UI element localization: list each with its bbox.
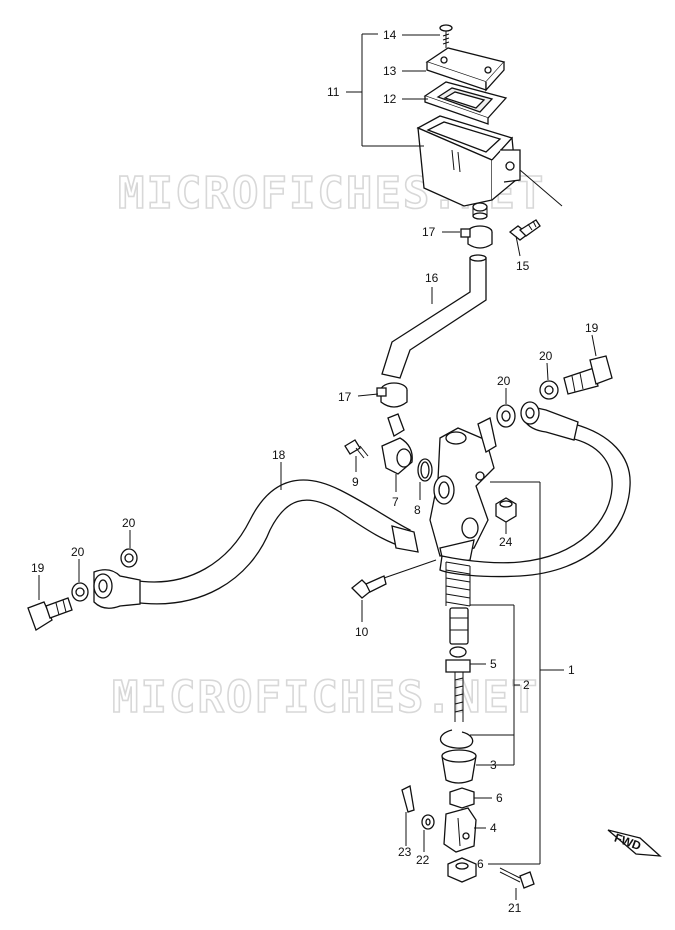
callout-16: 16	[425, 271, 439, 285]
callout-14: 14	[383, 28, 397, 42]
fwd-text: FWD	[612, 831, 643, 854]
callout-20-left-b: 20	[71, 545, 85, 559]
clamp-17-upper	[460, 225, 493, 249]
nut-6-upper	[449, 787, 475, 809]
reservoir-assembly	[416, 24, 541, 241]
clevis-4	[443, 807, 477, 853]
reservoir-body-11	[416, 115, 521, 220]
screw-14	[439, 24, 453, 48]
bolt-19-left	[27, 597, 73, 631]
inlet-fitting-7	[381, 413, 413, 475]
callout-19-right: 19	[585, 321, 599, 335]
bolt-10	[351, 575, 387, 599]
callout-20-right-b: 20	[539, 349, 553, 363]
washer-20-left-b	[71, 582, 89, 602]
callout-20-left-a: 20	[122, 516, 136, 530]
callout-10: 10	[355, 625, 369, 639]
callout-7: 7	[392, 495, 399, 509]
callout-19-left: 19	[31, 561, 45, 575]
diaphragm-12	[423, 81, 508, 125]
callout-6-upper: 6	[496, 791, 503, 805]
circlip	[439, 729, 474, 749]
cap-24	[495, 497, 517, 523]
pushrod-5	[445, 646, 471, 722]
callout-4: 4	[490, 821, 497, 835]
fwd-badge: FWD	[607, 829, 662, 857]
bolt-19-right	[563, 355, 613, 395]
pin-21	[499, 867, 535, 889]
callout-9: 9	[352, 475, 359, 489]
washer-20-right-b	[539, 380, 559, 400]
hose-18	[93, 479, 419, 609]
washer-20-right-a	[496, 404, 516, 428]
washer-22	[421, 814, 435, 830]
callout-11: 11	[327, 85, 340, 99]
cotter-pin-23	[401, 785, 415, 813]
master-cylinder-body-1	[429, 417, 497, 567]
callout-3: 3	[490, 758, 497, 772]
reservoir-cap-13	[425, 47, 506, 92]
spring	[445, 561, 471, 607]
callout-5: 5	[490, 657, 497, 671]
callout-24: 24	[499, 535, 513, 549]
clamp-17-lower	[376, 382, 408, 408]
hose-16	[381, 254, 487, 379]
callout-8: 8	[414, 503, 421, 517]
callout-2: 2	[523, 678, 530, 692]
leader-lines	[38, 33, 597, 900]
callout-18: 18	[272, 448, 286, 462]
callout-15: 15	[516, 259, 530, 273]
callout-17-upper: 17	[422, 225, 436, 239]
callout-17-lower: 17	[338, 390, 352, 404]
watermark-bottom: MICROFICHES.NET	[112, 672, 539, 723]
callout-20-right-a: 20	[497, 374, 511, 388]
callout-12: 12	[383, 92, 397, 106]
screw-9	[344, 439, 369, 459]
callout-23: 23	[398, 845, 412, 859]
callout-13: 13	[383, 64, 397, 78]
callouts: 14 13 12 11 17 15 16 19 20 20 17 18 9 7 …	[31, 28, 599, 915]
bolt-15	[508, 219, 541, 241]
piston-2	[449, 607, 469, 645]
washer-20-left-a	[120, 548, 138, 568]
callout-22: 22	[416, 853, 430, 867]
callout-6-lower: 6	[477, 857, 484, 871]
o-ring-8	[417, 458, 433, 482]
boot-3	[441, 749, 477, 784]
callout-21: 21	[508, 901, 522, 915]
nut-6-lower	[447, 857, 477, 883]
hose-right	[439, 401, 631, 578]
callout-1: 1	[568, 663, 575, 677]
